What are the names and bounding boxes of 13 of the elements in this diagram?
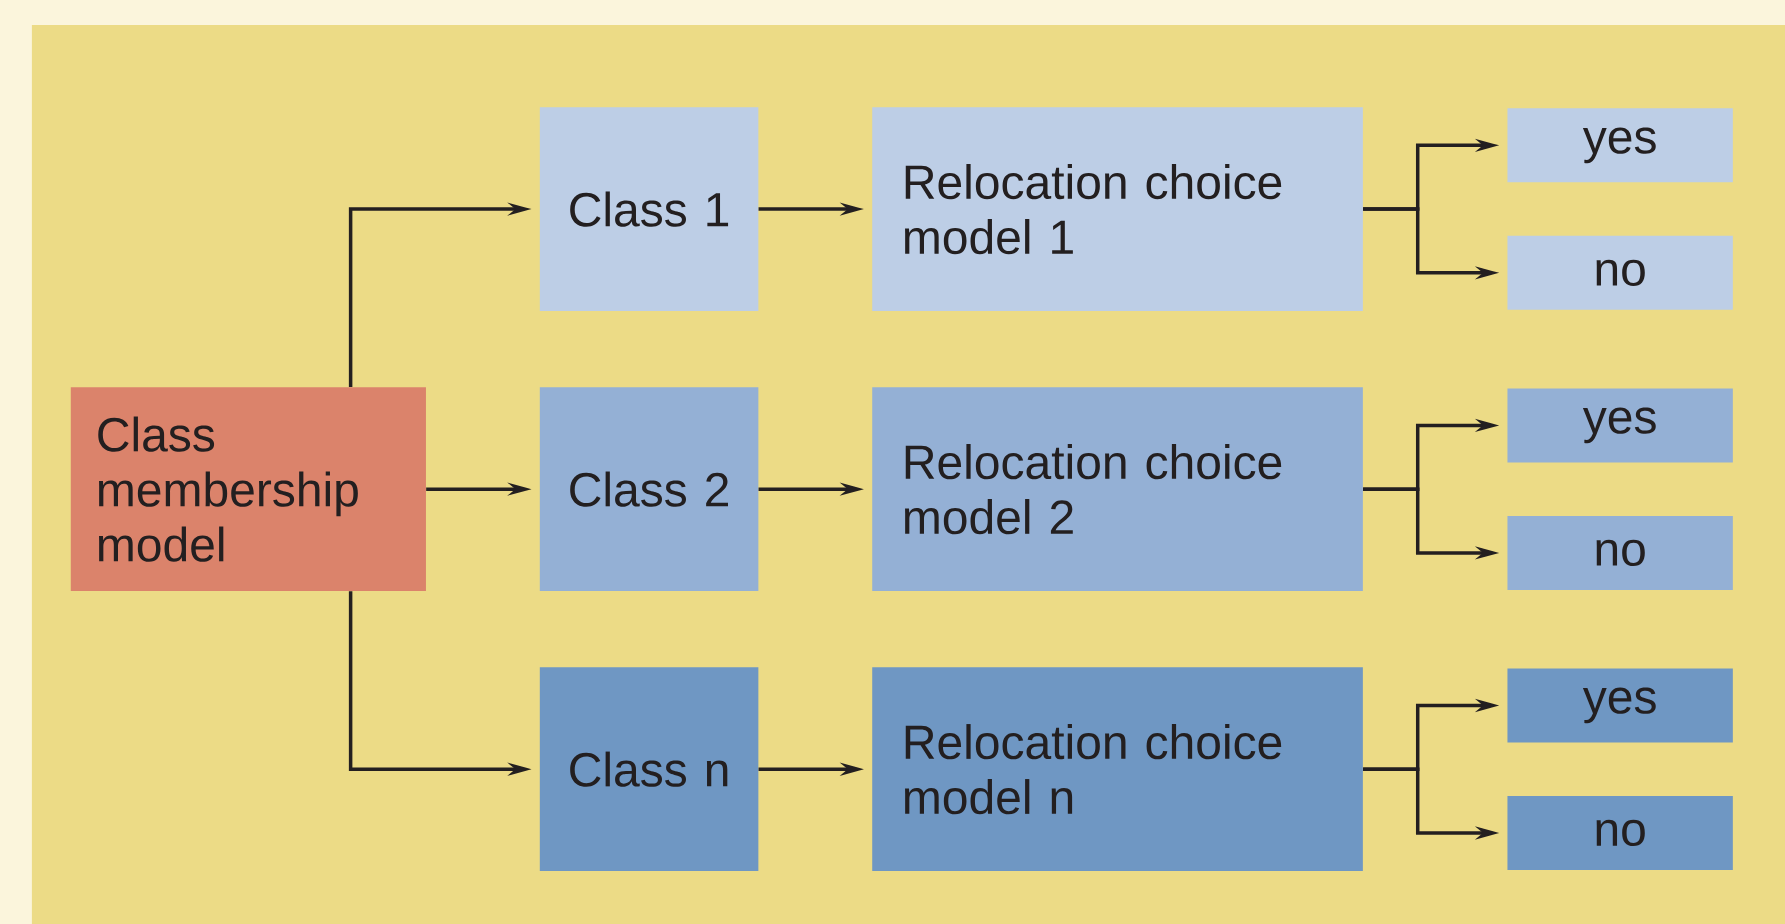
outcome-box: no xyxy=(1507,235,1733,310)
class-box: Class n xyxy=(539,667,759,872)
outcome-box: no xyxy=(1507,515,1733,590)
class-box: Class 1 xyxy=(539,107,759,311)
outcome-box: yes xyxy=(1507,388,1733,463)
class-box: Class 2 xyxy=(539,387,759,592)
model-box: Relocation choice model 2 xyxy=(872,387,1363,592)
outcome-box: yes xyxy=(1507,668,1733,743)
model-box: Class membership model xyxy=(70,387,426,592)
outcome-box: yes xyxy=(1507,108,1733,183)
model-box: Relocation choice model 1 xyxy=(872,107,1363,311)
outcome-box: no xyxy=(1507,795,1733,870)
model-box: Relocation choice model n xyxy=(872,667,1363,872)
